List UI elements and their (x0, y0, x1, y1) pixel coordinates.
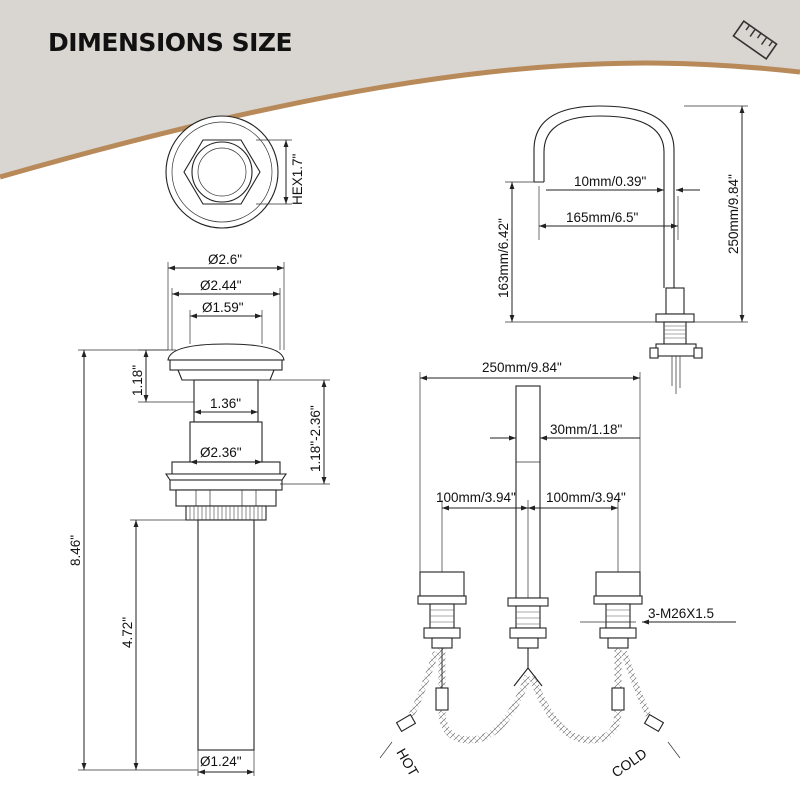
hot-label: HOT (393, 746, 422, 780)
faucet-total-width-label: 250mm/9.84" (482, 360, 562, 375)
spout-dimensions (505, 105, 748, 323)
drain-total-height-label: 8.46" (68, 535, 83, 566)
hex-label: HEX1.7" (290, 153, 305, 205)
drain-inner-diameter-label: Ø2.44" (200, 278, 242, 293)
drain-top-view (165, 115, 292, 229)
spout-clearance-label: 163mm/6.42" (496, 218, 511, 298)
faucet-set (379, 385, 681, 759)
drain-cap-height-label: 1.18" (130, 365, 145, 396)
spout-reach-label: 165mm/6.5" (566, 210, 639, 225)
drain-tail-length-label: 4.72" (120, 617, 135, 648)
drain-tail-diameter-label: Ø1.24" (200, 754, 242, 769)
faucet-right-spacing-label: 100mm/3.94" (546, 490, 626, 505)
page-title: DIMENSIONS SIZE (48, 28, 293, 57)
header-accent-curve (0, 60, 800, 180)
drain-side-view (164, 343, 288, 751)
faucet-thread-label: 3-M26X1.5 (648, 606, 714, 621)
header-band (0, 0, 800, 175)
drain-dimensions (78, 262, 330, 776)
gooseneck-spout (533, 105, 703, 394)
faucet-spout-width-label: 30mm/1.18" (550, 422, 623, 437)
drain-body-diameter-label: Ø2.36" (200, 445, 242, 460)
spout-height-label: 250mm/9.84" (726, 174, 741, 254)
drain-hole-diameter-label: Ø1.59" (202, 300, 244, 315)
drain-thread-range-label: 1.18"-2.36" (308, 405, 323, 472)
spout-tip-label: 10mm/0.39" (574, 174, 647, 189)
drain-neck-width-label: 1.36" (210, 396, 241, 411)
drain-cap-diameter-label: Ø2.6" (208, 252, 242, 267)
cold-label: COLD (609, 745, 650, 780)
ruler-icon (732, 20, 778, 60)
faucet-set-dimensions (419, 372, 736, 625)
faucet-left-spacing-label: 100mm/3.94" (436, 490, 516, 505)
